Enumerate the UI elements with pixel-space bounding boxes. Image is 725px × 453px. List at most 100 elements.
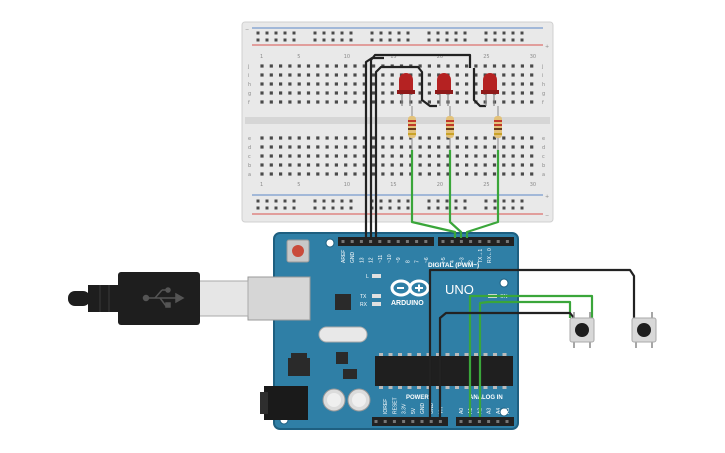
header-pin[interactable] <box>387 240 391 243</box>
breadboard-hole[interactable] <box>306 136 311 140</box>
breadboard-hole[interactable] <box>418 163 422 167</box>
breadboard-hole[interactable] <box>446 136 450 140</box>
power-header[interactable] <box>372 417 448 426</box>
breadboard-hole[interactable] <box>297 163 301 167</box>
rail-hole[interactable] <box>349 199 353 203</box>
breadboard-hole[interactable] <box>325 73 329 77</box>
rail-hole[interactable] <box>463 199 467 203</box>
breadboard-hole[interactable] <box>316 64 320 68</box>
rail-hole[interactable] <box>379 38 383 42</box>
rail-hole[interactable] <box>511 199 515 203</box>
breadboard-hole[interactable] <box>511 100 515 104</box>
breadboard-hole[interactable] <box>492 145 497 149</box>
breadboard-hole[interactable] <box>269 163 273 167</box>
breadboard-hole[interactable] <box>316 91 320 95</box>
breadboard-hole[interactable] <box>334 100 338 104</box>
breadboard-hole[interactable] <box>511 154 515 158</box>
led-3[interactable] <box>481 73 499 106</box>
wire-black-led3-gnd[interactable] <box>472 68 486 108</box>
breadboard-hole[interactable] <box>511 73 515 77</box>
header-pin[interactable] <box>487 240 491 243</box>
breadboard-hole[interactable] <box>390 163 394 167</box>
breadboard-hole[interactable] <box>418 136 422 140</box>
rail-hole[interactable] <box>379 31 383 35</box>
breadboard-hole[interactable] <box>362 154 366 158</box>
digital-header-left[interactable] <box>338 237 434 246</box>
breadboard-hole[interactable] <box>474 154 478 158</box>
breadboard-hole[interactable] <box>344 163 348 167</box>
breadboard-hole[interactable] <box>409 163 413 167</box>
breadboard-hole[interactable] <box>492 172 497 176</box>
rail-hole[interactable] <box>370 38 374 42</box>
breadboard-hole[interactable] <box>334 172 338 176</box>
breadboard-hole[interactable] <box>502 64 506 68</box>
breadboard-hole[interactable] <box>316 154 320 158</box>
breadboard-hole[interactable] <box>344 100 348 104</box>
breadboard-hole[interactable] <box>279 73 283 77</box>
rail-hole[interactable] <box>436 38 440 42</box>
breadboard-hole[interactable] <box>381 145 385 149</box>
breadboard-hole[interactable] <box>530 100 534 104</box>
breadboard-hole[interactable] <box>418 91 422 95</box>
header-pin[interactable] <box>459 240 463 243</box>
wire-green-button2[interactable] <box>478 300 572 417</box>
breadboard-hole[interactable] <box>316 163 320 167</box>
breadboard-hole[interactable] <box>279 136 283 140</box>
breadboard-hole[interactable] <box>455 163 459 167</box>
breadboard-hole[interactable] <box>511 82 515 86</box>
rail-hole[interactable] <box>256 38 260 42</box>
breadboard-hole[interactable] <box>381 82 385 86</box>
header-pin[interactable] <box>469 240 473 243</box>
breadboard-hole[interactable] <box>399 172 404 176</box>
breadboard-hole[interactable] <box>474 73 478 77</box>
breadboard-hole[interactable] <box>381 154 385 158</box>
breadboard-hole[interactable] <box>279 64 283 68</box>
rail-hole[interactable] <box>454 38 458 42</box>
breadboard-hole[interactable] <box>316 100 320 104</box>
breadboard-hole[interactable] <box>372 136 376 140</box>
breadboard-hole[interactable] <box>418 82 422 86</box>
rail-hole[interactable] <box>427 31 431 35</box>
bottom-header-pins[interactable] <box>374 420 509 423</box>
rail-hole[interactable] <box>388 199 392 203</box>
breadboard-hole[interactable] <box>399 145 404 149</box>
breadboard-hole[interactable] <box>446 154 450 158</box>
header-pin[interactable] <box>378 240 382 243</box>
breadboard-hole[interactable] <box>530 91 534 95</box>
header-pin[interactable] <box>411 420 415 423</box>
breadboard-hole[interactable] <box>344 136 348 140</box>
breadboard-hole[interactable] <box>390 100 394 104</box>
breadboard-hole[interactable] <box>353 163 357 167</box>
breadboard-hole[interactable] <box>279 100 283 104</box>
breadboard-hole[interactable] <box>260 154 264 158</box>
breadboard-hole[interactable] <box>353 82 357 86</box>
breadboard-hole[interactable] <box>520 64 524 68</box>
breadboard-hole[interactable] <box>334 64 338 68</box>
rail-hole[interactable] <box>445 199 449 203</box>
breadboard-hole[interactable] <box>530 136 534 140</box>
wire-black-button2[interactable] <box>428 268 636 417</box>
header-pin[interactable] <box>415 240 419 243</box>
rail-hole[interactable] <box>397 206 401 210</box>
rail-hole[interactable] <box>283 31 287 35</box>
rail-hole[interactable] <box>313 206 317 210</box>
breadboard-hole[interactable] <box>353 73 357 77</box>
breadboard-hole[interactable] <box>316 136 320 140</box>
breadboard-hole[interactable] <box>297 73 301 77</box>
breadboard-hole[interactable] <box>455 145 459 149</box>
rail-hole[interactable] <box>283 38 287 42</box>
breadboard-hole[interactable] <box>297 100 301 104</box>
breadboard-hole[interactable] <box>297 145 301 149</box>
breadboard-hole[interactable] <box>334 145 338 149</box>
breadboard-hole[interactable] <box>269 172 273 176</box>
breadboard-hole[interactable] <box>279 154 283 158</box>
breadboard-hole[interactable] <box>474 163 478 167</box>
breadboard-hole[interactable] <box>465 64 469 68</box>
rail-hole[interactable] <box>256 199 260 203</box>
breadboard-hole[interactable] <box>427 145 431 149</box>
breadboard-hole[interactable] <box>465 91 469 95</box>
header-pin[interactable] <box>450 240 454 243</box>
breadboard-hole[interactable] <box>427 64 431 68</box>
